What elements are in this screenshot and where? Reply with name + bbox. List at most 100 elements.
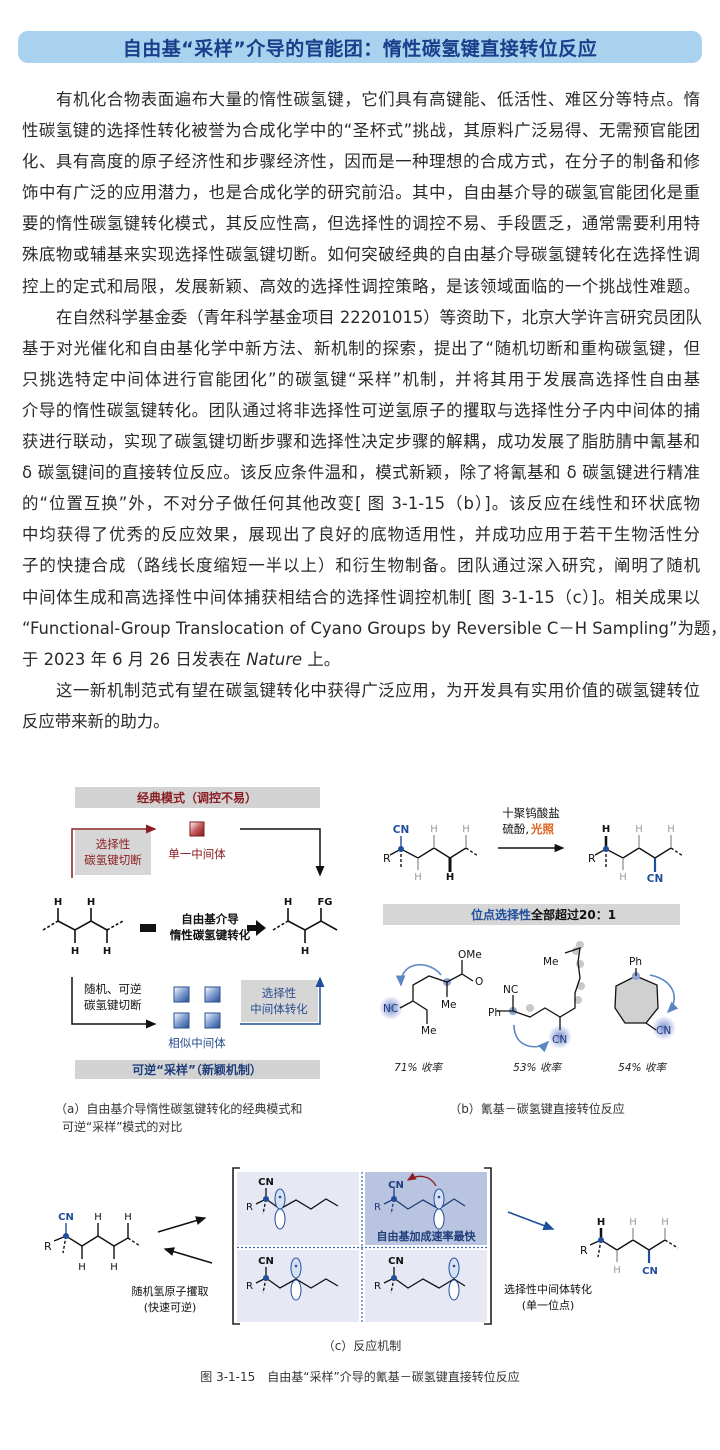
atom-label: CN <box>552 1034 567 1046</box>
text-line: 要的惰性碳氢键转化模式，其反应性高，但选择性的调控不易、手段匮乏，通常需要利用特 <box>22 214 700 234</box>
label: 选择性 <box>96 837 131 851</box>
reagent-label-light: 光照 <box>530 822 554 836</box>
caption-a: （a）自由基介导惰性碳氢键转化的经典模式和 <box>55 1101 302 1116</box>
radical-intermediate-3 <box>255 1257 339 1301</box>
label: 选择性中间体转化 <box>504 1282 592 1296</box>
caption-c: （c）反应机制 <box>323 1338 402 1353</box>
atom-label: H <box>597 1217 605 1228</box>
atom-label: O <box>475 976 483 988</box>
atom-label: H <box>71 946 79 957</box>
atom-label: H <box>661 1217 669 1228</box>
forward-arrow <box>157 1216 207 1233</box>
panel-b: R CN H H H H 十聚钨酸盐 硫酚, 光照 R H H H H <box>379 806 684 1116</box>
text-line: 控上的定式和局限，发展新颖、高效的选择性调控策略，是该领域面临的一个挑战性难题。 <box>22 276 700 296</box>
atom-label: CN <box>393 824 410 836</box>
text-line: 性碳氢键的选择性转化被誉为合成化学中的“圣杯式”挑战，其原料广泛易得、无需预官能… <box>22 121 700 141</box>
text-line: 基于对光催化和自由基化学中新方法、新机制的探索，提出了“随机切断和重构碳氢键，但 <box>22 338 700 358</box>
atom-label: OMe <box>458 949 482 961</box>
text-line: 中间体生成和高选择性中间体捕获相结合的选择性调控机制[ 图 3-1-15（c）]… <box>22 587 700 607</box>
text-segment: 上。 <box>302 649 341 669</box>
atom-label: CN <box>642 1266 658 1277</box>
text-line: 这一新机制范式有望在碳氢键转化中获得广泛应用，为开发具有实用价值的碳氢键转位 <box>56 681 700 700</box>
atom-label: H <box>87 897 95 908</box>
text-line: 有机化合物表面遍布大量的惰性碳氢键，它们具有高键能、低活性、难区分等特点。惰 <box>56 90 700 109</box>
paragraph-3: 这一新机制范式有望在碳氢键转化中获得广泛应用，为开发具有实用价值的碳氢键转位 反… <box>22 675 700 737</box>
radical-intermediate-1 <box>255 1188 339 1230</box>
classic-arrow <box>71 824 157 878</box>
carbon-dot <box>63 1233 69 1239</box>
label: 选择性 <box>262 986 297 1000</box>
final-product-structure <box>589 1228 679 1263</box>
figure-caption: 图 3-1-15 自由基“采样”介导的氰基－碳氢键直接转位反应 <box>200 1369 519 1384</box>
atom-label: H <box>103 946 111 957</box>
text-line: 化、具有高度的原子经济性和步骤经济性，因而是一种理想的合成方式，在分子的制备和修 <box>22 152 700 172</box>
atom-label: H <box>54 897 62 908</box>
text-line: 获进行联动，实现了碳氢键切断步骤和选择性决定步骤的解耦，成功发展了脂肪腈中氰基和 <box>22 432 700 452</box>
classic-header-bar <box>75 787 320 808</box>
atom-label: Me <box>543 956 559 968</box>
bracket <box>232 1167 492 1325</box>
quadrant-divider <box>237 1172 487 1322</box>
yield-label: 54% 收率 <box>618 1062 667 1074</box>
text-line: 饰中有广泛的应用潜力，也是合成化学的研究前沿。其中，自由基介导的碳氢官能团化是重 <box>22 183 700 203</box>
atom-label: Ph <box>488 1007 501 1019</box>
carbon-dot <box>603 846 609 852</box>
reagent-label: 硫酚, <box>502 822 529 836</box>
label: 随机、可逆 <box>84 982 142 996</box>
atom-label: CN <box>647 873 664 885</box>
selectivity-value: 全部超过20：1 <box>530 907 616 922</box>
atom-label: R <box>588 852 596 865</box>
text-segment: 于 2023 年 6 月 26 日发表在 <box>22 649 247 669</box>
caption-a: 可逆“采样”模式的对比 <box>62 1119 182 1134</box>
atom-label: H <box>462 824 470 835</box>
atom-label: CN <box>388 1256 404 1267</box>
atom-label: H <box>430 824 438 835</box>
radical-intermediate-2 <box>383 1172 466 1230</box>
reagent-label: 十聚钨酸盐 <box>502 806 560 820</box>
alkane-structure <box>42 908 124 943</box>
atom-label: H <box>629 1217 637 1228</box>
atom-label: H <box>635 824 643 835</box>
product-3-structure <box>614 968 679 1040</box>
label: (单一位点) <box>522 1298 575 1312</box>
section-title: 自由基“采样”介导的官能团：惰性碳氢键直接转位反应 <box>122 37 598 60</box>
label: 自由基介导 <box>181 912 239 926</box>
atom-label: R <box>383 852 391 865</box>
atom-label: H <box>414 872 422 883</box>
atom-label: NC <box>383 1003 398 1015</box>
radical-intermediate-4 <box>383 1257 466 1301</box>
text-line: 的“位置互换”外，不对分子做任何其他改变[ 图 3-1-15（b）]。该反应在线… <box>22 494 700 514</box>
label: 中间体转化 <box>250 1002 308 1016</box>
atom-label: H <box>619 872 627 883</box>
text-line: 于 2023 年 6 月 26 日发表在 Nature 上。 <box>22 644 700 675</box>
yield-label: 53% 收率 <box>513 1062 562 1074</box>
paragraph-1: 有机化合物表面遍布大量的惰性碳氢键，它们具有高键能、低活性、难区分等特点。惰 性… <box>22 84 700 302</box>
label: 惰性碳氢键转化 <box>170 928 251 942</box>
block-arrow-icon <box>247 920 266 936</box>
label: 碳氢键切断 <box>84 853 142 867</box>
atom-label: FG <box>317 897 332 908</box>
new-arrow-2 <box>240 976 325 1025</box>
label: 相似中间体 <box>168 1036 226 1050</box>
selectivity-label: 位点选择性 <box>471 907 531 922</box>
atom-label: H <box>667 824 675 835</box>
label: 随机氢原子攫取 <box>132 1284 209 1298</box>
product-2-structure <box>497 941 585 1053</box>
journal-name: Nature <box>246 649 303 669</box>
caption-b: （b）氰基－碳氢键直接转位反应 <box>449 1101 625 1116</box>
text-line: 殊底物或辅基来实现选择性碳氢键切断。如何突破经典的自由基介导碳氢键转化在选择性调 <box>22 245 700 265</box>
atom-label: H <box>602 824 610 835</box>
atom-label: R <box>246 1281 253 1292</box>
carbon-dot <box>598 1237 604 1243</box>
atom-label: CN <box>656 1025 671 1037</box>
atom-label: H <box>301 946 309 957</box>
selective-cleavage-box <box>75 830 151 875</box>
atom-label: CN <box>388 1180 404 1191</box>
classic-arrow-2 <box>240 828 325 877</box>
label: 单一中间体 <box>168 847 226 861</box>
reactant-structure <box>389 835 479 872</box>
atom-label: R <box>374 1281 381 1292</box>
section-title-banner: 自由基“采样”介导的官能团：惰性碳氢键直接转位反应 <box>18 31 702 63</box>
classic-header: 经典模式（调控不易） <box>137 790 257 805</box>
